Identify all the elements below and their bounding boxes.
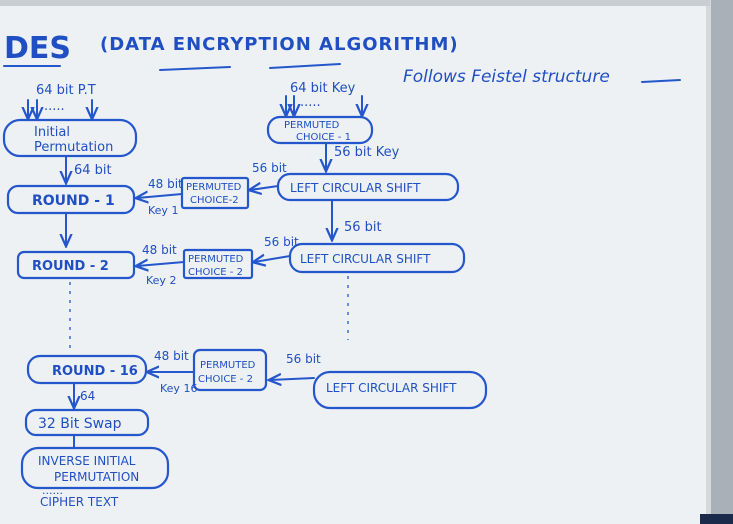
board-surface [0,0,710,524]
left-shift-1-label: LEFT CIRCULAR SHIFT [290,181,421,195]
permuted-choice-2-box-16 [192,348,268,392]
pc1-output-label: 56 bit Key [334,145,400,160]
permuted-choice-1-box [266,115,374,145]
ip-output-label: 64 bit [74,163,112,178]
pc2-2-line-1: PERMUTED [188,254,244,265]
shift2-to-pc2-arrow [254,256,291,262]
plaintext-input-dots: ..... [44,99,65,114]
board-frame-edge [706,0,711,524]
initial-permutation-box [2,118,138,158]
diagram-title: DES [4,31,71,66]
bits-56-label-2: 56 bit [264,235,299,249]
board-top-edge [0,0,710,6]
shift1-to-pc2-arrow [250,186,279,190]
key-2-label: Key 2 [146,274,176,287]
swap-input-label: 64 [80,389,95,403]
pc2-to-round1-arrow [137,194,183,198]
between-shifts-label: 56 bit [344,220,382,235]
permuted-choice-1-line-1: PERMUTED [284,120,340,131]
left-shift-16-label: LEFT CIRCULAR SHIFT [326,381,457,395]
ciphertext-label: CIPHER TEXT [40,495,119,509]
plaintext-input-label: 64 bit P.T [36,83,96,98]
initial-permutation-line-1: Initial [34,125,70,140]
pc2-2-line-2: CHOICE - 2 [188,267,243,278]
left-shift-16-box [312,370,488,410]
pc2-16-line-2: CHOICE - 2 [198,374,253,385]
bits-48-label-2: 48 bit [142,243,177,257]
subtitle-underline-1 [159,66,231,71]
inverse-permutation-line-2: PERMUTATION [54,470,139,484]
pc2-16-line-1: PERMUTED [200,360,256,371]
board-frame [710,0,733,524]
key-input-label: 64 bit Key [290,81,356,96]
round-1-label: ROUND - 1 [32,193,115,209]
pc2-1-line-2: CHOICE-2 [190,195,239,206]
bits-48-label-1: 48 bit [148,177,183,191]
permuted-choice-1-line-2: CHOICE - 1 [296,132,351,143]
feistel-underline [641,79,681,83]
diagram-subtitle: (DATA ENCRYPTION ALGORITHM) [100,34,459,55]
round-2-label: ROUND - 2 [32,259,109,274]
pc2-to-round2-arrow [137,262,185,266]
shift16-to-pc2-arrow [270,378,315,380]
left-shift-2-box [288,242,466,274]
bits-56-label-1: 56 bit [252,161,287,175]
feistel-note: Follows Feistel structure [403,67,610,87]
pc2-1-line-1: PERMUTED [186,182,242,193]
bit-swap-box [24,408,150,437]
key-1-label: Key 1 [148,204,178,217]
key-16-label: Key 16 [160,382,197,395]
output-dots: ...... [42,484,63,497]
bits-48-label-16: 48 bit [154,349,189,363]
bits-56-label-16: 56 bit [286,352,321,366]
initial-permutation-line-2: Permutation [34,140,113,155]
inverse-permutation-line-1: INVERSE INITIAL [38,454,136,468]
key-input-dots: ..... [300,95,321,110]
inverse-permutation-box [20,446,170,490]
subtitle-underline-2 [269,63,341,69]
round-16-label: ROUND - 16 [52,364,138,379]
marker-tray-shadow [700,514,733,524]
bit-swap-label: 32 Bit Swap [38,416,122,432]
left-shift-2-label: LEFT CIRCULAR SHIFT [300,252,431,266]
